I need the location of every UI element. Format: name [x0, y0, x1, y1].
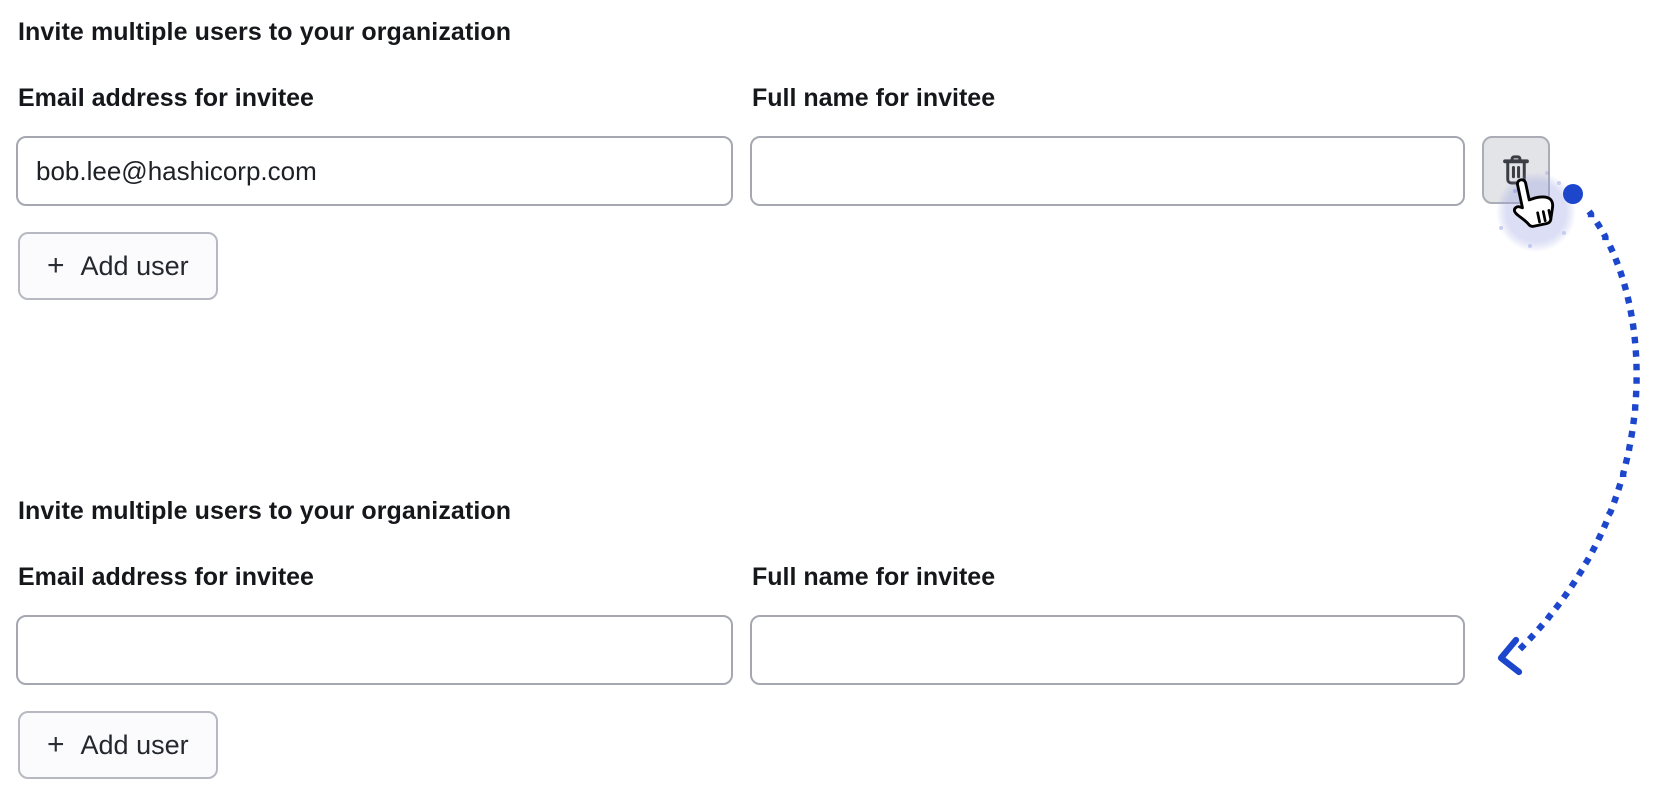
plus-icon: +: [47, 249, 65, 282]
email-input[interactable]: [16, 136, 733, 206]
email-input[interactable]: [16, 615, 733, 685]
add-user-button[interactable]: + Add user: [18, 232, 218, 300]
full-name-input[interactable]: [750, 136, 1465, 206]
delete-row-button[interactable]: [1482, 136, 1550, 204]
plus-icon: +: [47, 728, 65, 761]
full-name-input[interactable]: [750, 615, 1465, 685]
add-user-label: Add user: [80, 729, 189, 760]
email-label: Email address for invitee: [18, 84, 314, 112]
add-user-label: Add user: [80, 250, 189, 281]
email-label: Email address for invitee: [18, 563, 314, 591]
trash-icon: [1498, 152, 1534, 188]
full-name-label: Full name for invitee: [752, 84, 996, 112]
invite-form-after: Invite multiple users to your organizati…: [0, 479, 1672, 799]
section-heading: Invite multiple users to your organizati…: [18, 497, 512, 525]
full-name-label: Full name for invitee: [752, 563, 996, 591]
section-heading: Invite multiple users to your organizati…: [18, 18, 512, 46]
add-user-button[interactable]: + Add user: [18, 711, 218, 779]
invite-form-before: Invite multiple users to your organizati…: [0, 0, 1672, 320]
